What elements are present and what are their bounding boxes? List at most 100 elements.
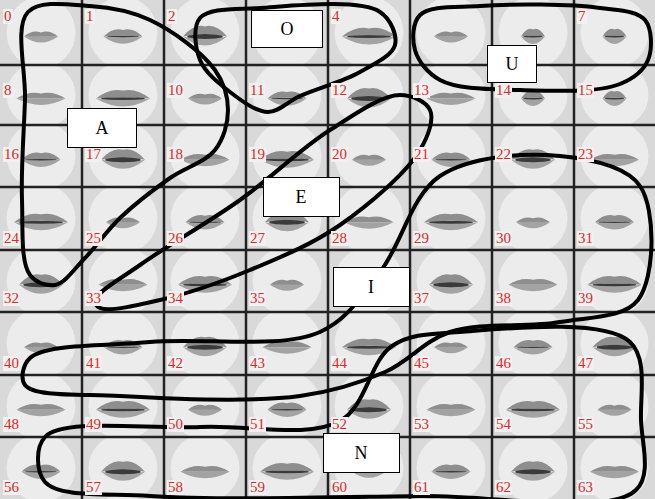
lower-lip [270, 284, 304, 291]
lower-lip [521, 36, 545, 44]
mouth-image [410, 122, 492, 190]
viseme-letter: A [96, 118, 109, 138]
viseme-label-box: N [323, 433, 400, 473]
lower-lip [17, 410, 66, 417]
upper-lip [427, 404, 476, 410]
upper-lip [432, 153, 471, 160]
cell-number: 2 [167, 9, 177, 24]
cell-number: 43 [249, 356, 266, 371]
viseme-letter: E [296, 187, 307, 207]
mouth-image [164, 247, 246, 315]
lower-lip [188, 98, 222, 105]
mouth-image [410, 434, 492, 499]
upper-lip [96, 90, 150, 99]
cell-number: 22 [495, 147, 512, 162]
lower-lip [265, 222, 309, 231]
mouth-image [82, 434, 164, 499]
viseme-label-box: O [251, 10, 323, 48]
lower-lip [590, 472, 639, 479]
lower-lip [104, 347, 143, 354]
mouth-image [410, 372, 492, 440]
lower-lip [511, 160, 555, 169]
lower-lip [260, 472, 314, 480]
cell-number: 56 [3, 480, 20, 495]
lower-lip [516, 222, 550, 229]
cell-number: 59 [249, 480, 266, 495]
cell-number: 7 [577, 9, 587, 24]
cell-number: 21 [413, 147, 430, 162]
cell-number: 17 [85, 147, 102, 162]
lower-lip [427, 99, 476, 106]
mouth-image [410, 0, 492, 68]
cell-number: 39 [577, 291, 594, 306]
cell-number: 47 [577, 356, 594, 371]
mouth-image [0, 184, 82, 253]
cluster-outline [95, 95, 432, 309]
cell-number: 40 [3, 356, 20, 371]
cell-number: 41 [85, 356, 102, 371]
lower-lip [595, 222, 634, 229]
cell-number: 10 [167, 83, 184, 98]
mouth-image [0, 309, 82, 378]
cell-number: 25 [85, 231, 102, 246]
lower-lip [96, 410, 150, 418]
mouth-image [0, 247, 82, 315]
lower-lip [509, 285, 558, 292]
cell-number: 44 [331, 356, 348, 371]
upper-lip [514, 340, 553, 347]
upper-lip [260, 463, 314, 472]
lower-lip [181, 472, 230, 479]
mouth-image [410, 309, 492, 378]
lower-lip [603, 36, 627, 44]
lower-lip [96, 99, 150, 107]
cell-number: 11 [249, 83, 265, 98]
mouth-image [410, 247, 492, 315]
cell-number: 35 [249, 291, 266, 306]
lower-lip [101, 472, 145, 481]
lower-lip [101, 160, 145, 169]
lower-lip [424, 222, 478, 230]
cell-number: 38 [495, 291, 512, 306]
grid-line [0, 311, 655, 314]
mouth-image [82, 372, 164, 440]
lower-lip [427, 410, 476, 417]
cell-number: 62 [495, 480, 512, 495]
cell-number: 61 [413, 480, 430, 495]
cell-number: 13 [413, 83, 430, 98]
upper-lip [590, 154, 639, 160]
cell-number: 15 [577, 83, 594, 98]
mouth-image [492, 247, 574, 315]
cell-number: 48 [3, 417, 20, 432]
lower-lip [593, 347, 637, 356]
grid-line [0, 374, 655, 377]
cell-number: 30 [495, 231, 512, 246]
cell-number: 37 [413, 291, 430, 306]
mouth-image [492, 309, 574, 378]
lower-lip [188, 409, 222, 416]
lower-lip [24, 36, 58, 43]
upper-lip [521, 29, 545, 37]
upper-lip [183, 26, 227, 37]
cell-number: 46 [495, 356, 512, 371]
lower-lip [22, 160, 61, 167]
cell-number: 27 [249, 231, 266, 246]
viseme-label-box: A [67, 108, 137, 148]
cell-number: 55 [577, 417, 594, 432]
cell-number: 53 [413, 417, 430, 432]
mouth-image [328, 247, 410, 315]
upper-lip [432, 465, 471, 472]
upper-lip [342, 28, 396, 37]
upper-lip [96, 401, 150, 410]
cluster-outline [38, 327, 645, 499]
cell-number: 14 [495, 83, 512, 98]
lower-lip [514, 347, 553, 354]
upper-lip [104, 29, 143, 36]
cell-number: 18 [167, 147, 184, 162]
lower-lip [342, 36, 396, 44]
mouth-image [574, 122, 655, 190]
upper-lip [17, 404, 66, 410]
grid-line [0, 64, 655, 67]
mouth-image [574, 62, 655, 128]
mouth-image [164, 184, 246, 253]
face-skin [7, 0, 76, 68]
